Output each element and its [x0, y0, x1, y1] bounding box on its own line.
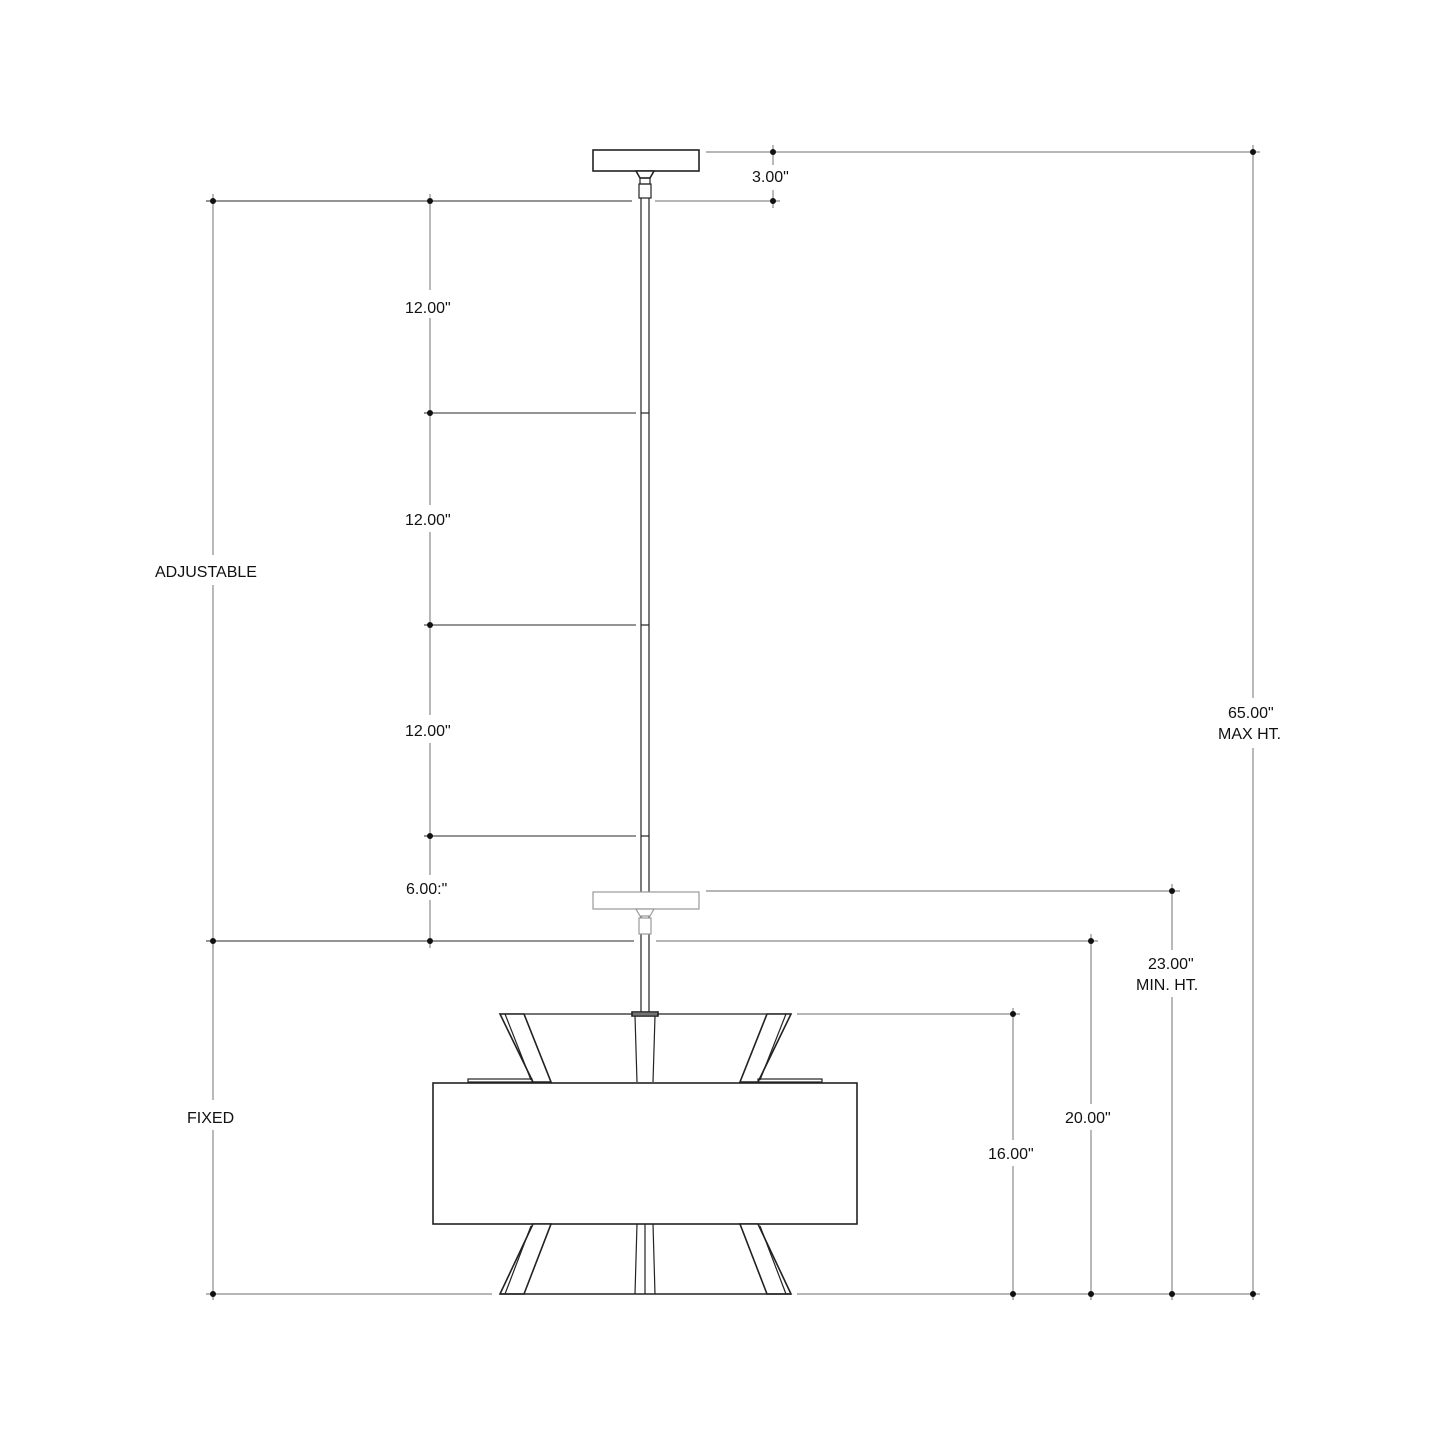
drum-shade — [432, 1082, 858, 1225]
fixture-height-label: 20.00" — [1065, 1110, 1111, 1127]
adjustable-label: ADJUSTABLE — [155, 564, 257, 581]
shade-height-label: 16.00" — [988, 1146, 1034, 1163]
canopy-min-position — [592, 891, 700, 910]
min-height-caption: MIN. HT. — [1136, 977, 1198, 994]
dimension-labels: 3.00" 12.00" 12.00" 12.00" 6.00:" ADJUST… — [155, 169, 1281, 1163]
dimension-points — [210, 149, 1256, 1297]
dimension-lines — [206, 145, 1260, 1300]
canopy-height-label: 3.00" — [752, 169, 789, 186]
stem-segment-1-label: 12.00" — [405, 300, 451, 317]
max-height-caption: MAX HT. — [1218, 726, 1281, 743]
canopy — [592, 149, 700, 172]
max-height-value: 65.00" — [1228, 705, 1274, 722]
stem-segment-2-label: 12.00" — [405, 512, 451, 529]
min-height-value: 23.00" — [1148, 956, 1194, 973]
stem-segment-3-label: 12.00" — [405, 723, 451, 740]
pendant-fixture — [432, 149, 858, 1295]
fixed-label: FIXED — [187, 1110, 234, 1127]
stem-segment-4-label: 6.00:" — [406, 881, 447, 898]
